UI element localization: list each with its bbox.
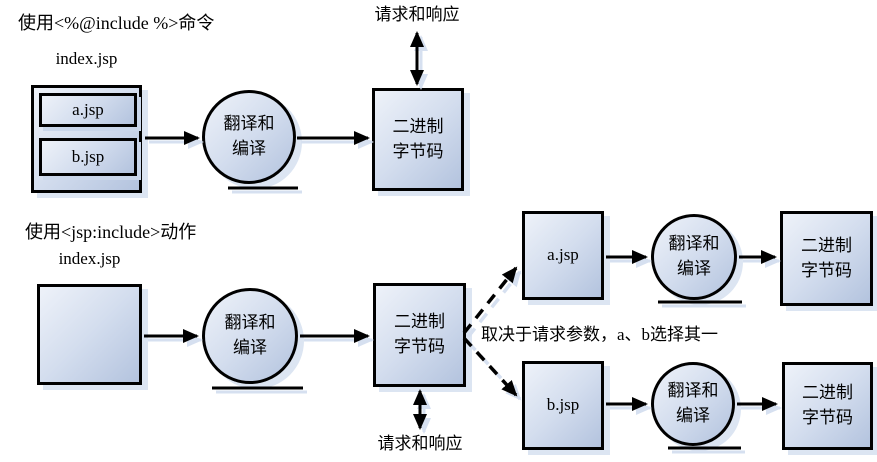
- index-jsp-label-action: index.jsp: [58, 249, 121, 268]
- compile-label-branch-b: 翻译和 编译: [667, 381, 719, 425]
- branch-a-jsp-node: a.jsp: [522, 211, 604, 300]
- action-include-heading: 使用<jsp:include>动作: [25, 222, 197, 242]
- bytecode-box-branch-b: 二进制 字节码: [782, 362, 873, 450]
- bytecode-label-static: 二进制 字节码: [392, 116, 444, 161]
- static-include-heading: 使用<%@include %>命令: [18, 13, 215, 33]
- included-a-jsp-node: a.jsp: [39, 93, 137, 127]
- dashed-arrow-to-b-jsp: [462, 336, 518, 397]
- included-a-jsp-label: a.jsp: [72, 99, 104, 119]
- branch-b-jsp-node: b.jsp: [522, 361, 604, 450]
- request-response-label-bottom: 请求和响应: [377, 434, 463, 453]
- compile-circle-branch-a: 翻译和 编译: [651, 214, 737, 300]
- bytecode-box-action: 二进制 字节码: [373, 283, 466, 387]
- compile-circle-static: 翻译和 编译: [202, 90, 296, 184]
- compile-circle-action: 翻译和 编译: [202, 288, 298, 384]
- dashed-arrow-to-a-jsp: [462, 266, 518, 335]
- branch-a-jsp-label: a.jsp: [547, 245, 579, 265]
- bytecode-label-branch-a: 二进制 字节码: [801, 235, 852, 280]
- included-b-jsp-node: b.jsp: [39, 138, 137, 176]
- included-b-jsp-label: b.jsp: [71, 146, 105, 166]
- index-jsp-box-action: [37, 284, 142, 385]
- compile-circle-branch-b: 翻译和 编译: [651, 362, 735, 446]
- bytecode-box-static: 二进制 字节码: [372, 88, 464, 191]
- index-jsp-label-static: index.jsp: [55, 49, 118, 68]
- compile-label-static: 翻译和 编译: [223, 114, 275, 158]
- bytecode-label-action: 二进制 字节码: [394, 312, 445, 356]
- compile-label-action: 翻译和 编译: [224, 313, 276, 357]
- branch-b-jsp-label: b.jsp: [546, 395, 580, 415]
- request-response-label-top: 请求和响应: [374, 5, 460, 24]
- compile-label-branch-a: 翻译和 编译: [668, 234, 720, 278]
- bytecode-box-branch-a: 二进制 字节码: [780, 211, 873, 306]
- decision-note: 取决于请求参数，a、b选择其一: [481, 325, 719, 344]
- bytecode-label-branch-b: 二进制 字节码: [802, 383, 853, 427]
